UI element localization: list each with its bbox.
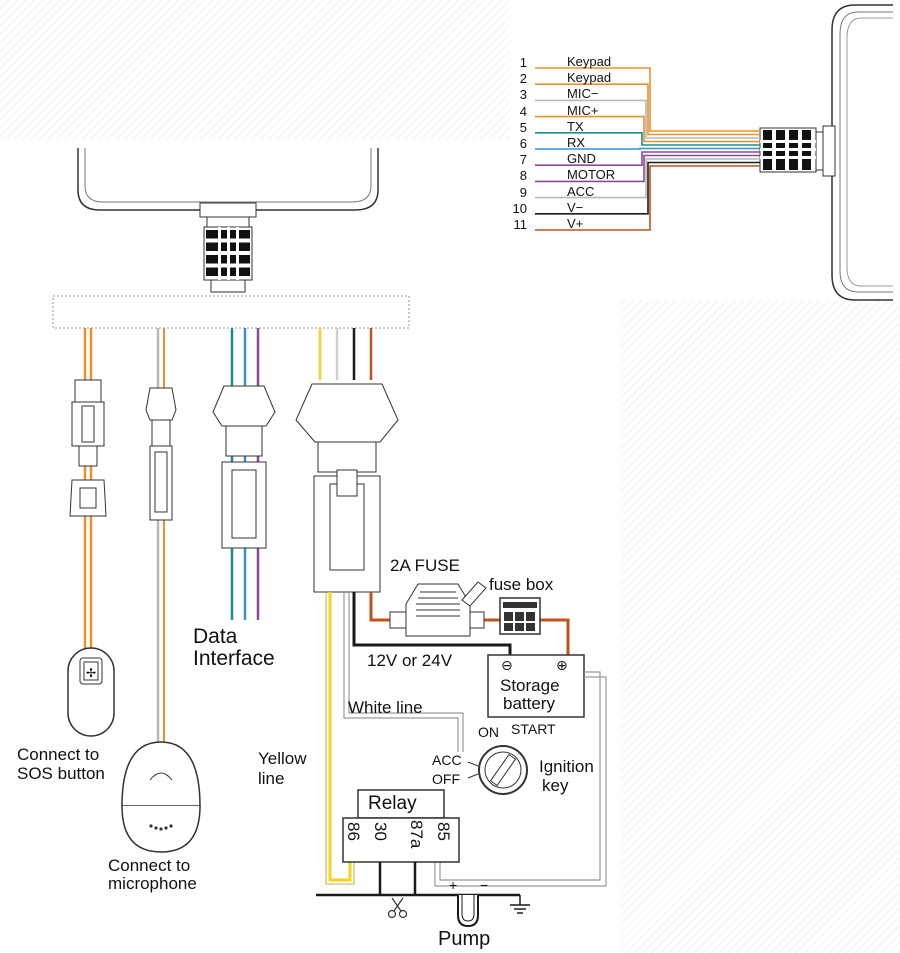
pin-wire-9 [535,158,760,199]
pin-wire-7 [535,151,760,166]
relay-pin-85: 85 [434,822,453,841]
fuse-box-label: fuse box [489,575,554,594]
microphone-label-line1: Connect to [108,856,191,875]
ignition-start-label: START [511,721,556,737]
ignition-key-label-line2: key [542,776,569,795]
pump-minus-symbol: − [480,877,489,893]
pin-name: TX [567,118,584,134]
pin-name: MIC− [567,86,599,102]
microphone-label-line2: microphone [108,874,197,893]
wire-harness-connector [759,127,817,173]
ignition-key-label-line1: Ignition [539,757,594,776]
pin-number: 3 [519,87,527,103]
data-interface-label-line1: Data [193,625,238,648]
scissors-icon [387,897,408,919]
voltage-label: 12V or 24V [367,651,453,670]
pin-name: RX [567,135,586,150]
ignition-acc-label: ACC [432,752,462,768]
pin-number: 6 [519,136,527,151]
relay-label: Relay [368,793,417,814]
pin-name: MIC+ [567,102,599,118]
background-texture-right [622,300,900,953]
sos-branch: ✢ [67,328,115,737]
pin-name: Keypad [567,70,612,86]
relay-pin-86: 86 [344,822,363,841]
relay [342,789,460,863]
battery-plus-symbol: ⊕ [556,657,568,673]
pin-number: 9 [519,184,527,200]
data-interface-label-line2: Interface [193,647,275,670]
harness-cover [52,295,410,329]
pin-number: 8 [519,168,527,184]
ignition-off-label: OFF [432,771,460,787]
pin-number: 11 [513,217,528,232]
pin-name: V− [567,199,584,215]
fuse-box [499,597,541,635]
pump-label: Pump [438,928,491,950]
relay-pin-87a: 87a [407,820,426,849]
fuse-2a [389,581,487,637]
sos-label-line2: SOS button [17,764,105,783]
pin-wire-5 [535,132,760,146]
power-branch [295,328,570,885]
pin-name: MOTOR [567,167,616,183]
pin-wire-3 [535,99,760,139]
pin-name: GND [567,151,596,167]
pin-wire-11 [535,165,760,231]
wire-harness-connector [203,226,253,281]
device-side-view [811,4,893,301]
background-texture-top [0,0,510,140]
pin-number: 10 [512,200,527,216]
pin-number: 7 [519,152,527,168]
pin-wire-2 [535,83,760,136]
pump-plus-symbol: + [449,877,458,893]
svg-text:✢: ✢ [86,666,96,680]
battery-minus-symbol: ⊖ [501,657,513,673]
pin-wire-4 [535,115,760,143]
fuse-label: 2A FUSE [390,556,460,575]
storage-battery [487,654,585,718]
pin-wire-6 [535,147,760,150]
pin-wire-10 [535,161,760,215]
device-top-view [77,148,379,293]
pin-number: 4 [519,103,527,119]
pin-name: V+ [567,216,584,231]
pin-number: 2 [519,71,527,87]
pump-circuit [316,862,530,928]
pin-wire-1 [535,67,760,132]
pin-number: 5 [519,119,527,135]
yellow-line-label-line1: Yellow [258,749,307,768]
pin-wire-8 [535,154,760,183]
microphone-branch [121,328,201,853]
wire-battery-to-relay [439,671,601,881]
pin-number: 1 [519,55,527,70]
pin-name: Keypad [567,54,612,69]
relay-pin-30: 30 [371,822,390,841]
data-interface-branch [212,328,276,620]
battery-label-line1: Storage [500,676,560,695]
pin-name: ACC [567,183,595,199]
battery-label-line2: battery [503,694,555,713]
ignition-key [467,745,528,795]
white-line-label: White line [348,698,423,717]
ignition-on-label: ON [478,724,499,740]
yellow-line-label-line2: line [258,769,285,788]
pinout-wires [535,67,760,231]
sos-label-line1: Connect to [17,745,100,764]
